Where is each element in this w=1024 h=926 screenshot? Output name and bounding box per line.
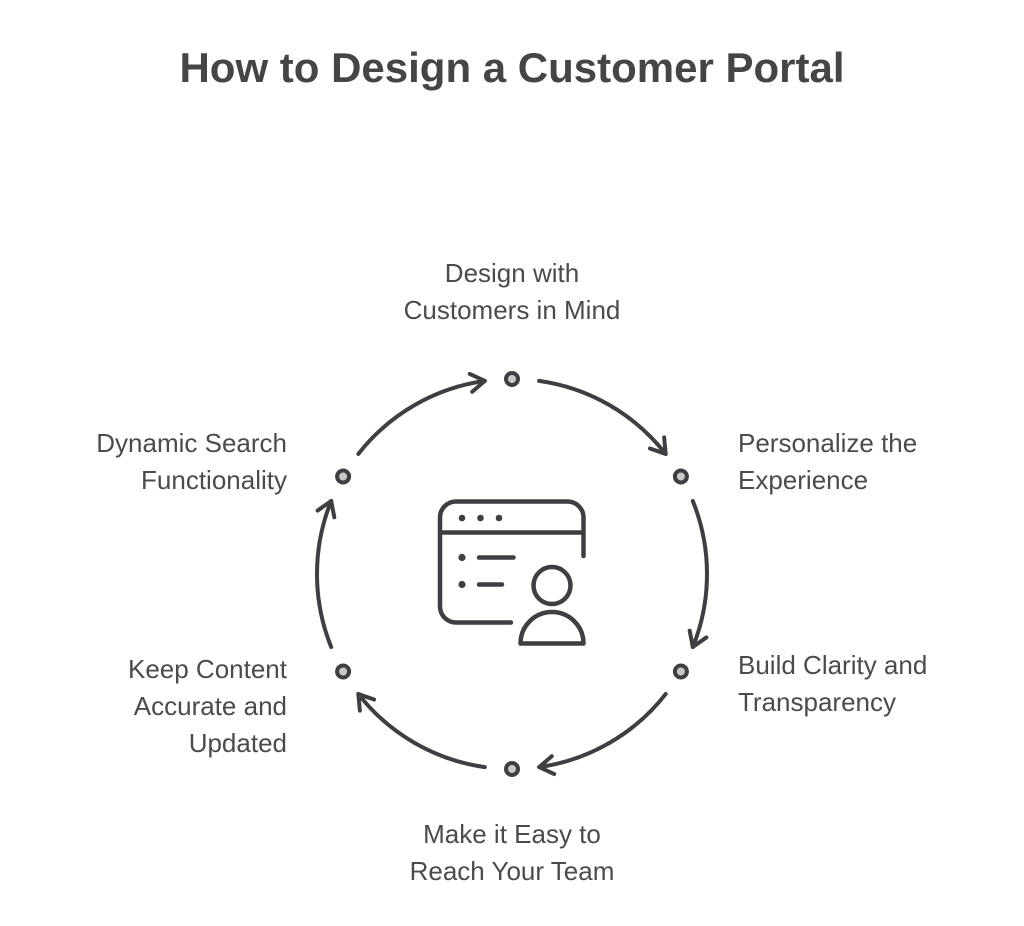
step-label-line: Keep Content (127, 654, 287, 684)
customer-portal-icon (437, 499, 586, 646)
step-label-clarity-transparency: Build Clarity and Transparency (738, 647, 927, 721)
cycle-arrow-to-bottom (537, 692, 668, 777)
step-label-dynamic-search: Dynamic Search Functionality (96, 425, 287, 499)
step-label-line: Updated (188, 728, 287, 758)
step-node-right-upper (672, 468, 689, 485)
cycle-arrow-to-left-upper (315, 498, 337, 650)
step-label-line: Dynamic Search (96, 428, 287, 458)
step-label-line: Personalize the (738, 428, 918, 458)
browser-window-icon (437, 499, 586, 625)
step-node-left-lower (335, 663, 352, 680)
cycle-arrow-to-left-lower (356, 692, 487, 770)
step-node-top (504, 371, 520, 387)
step-label-line: Experience (738, 465, 869, 495)
browser-window-dots-icon (458, 514, 503, 522)
step-label-reach-your-team: Make it Easy to Reach Your Team (312, 816, 712, 890)
step-label-design-with-customers: Design with Customers in Mind (312, 255, 712, 329)
step-label-line: Transparency (738, 687, 896, 717)
person-body-icon (518, 609, 586, 646)
step-label-line: Customers in Mind (403, 295, 621, 325)
page-title: How to Design a Customer Portal (179, 44, 845, 91)
content-list-icon (458, 553, 516, 589)
step-label-personalize-experience: Personalize the Experience (738, 425, 917, 499)
step-label-line: Build Clarity and (738, 650, 928, 680)
step-label-line: Reach Your Team (409, 856, 615, 886)
step-node-right-lower (672, 663, 689, 680)
cycle-arrow-to-top (356, 371, 487, 456)
step-label-content-accurate-updated: Keep Content Accurate and Updated (128, 651, 287, 762)
step-node-left-upper (335, 468, 352, 485)
person-head-icon (531, 564, 573, 607)
cycle-arrow-to-right-lower (687, 498, 709, 650)
step-label-line: Design with (444, 258, 580, 288)
person-icon (518, 564, 586, 646)
step-label-line: Make it Easy to (423, 819, 601, 849)
step-label-line: Functionality (141, 465, 287, 495)
step-node-bottom (504, 761, 520, 777)
cycle-arrow-to-right-upper (537, 378, 668, 456)
step-label-line: Accurate and (133, 691, 287, 721)
